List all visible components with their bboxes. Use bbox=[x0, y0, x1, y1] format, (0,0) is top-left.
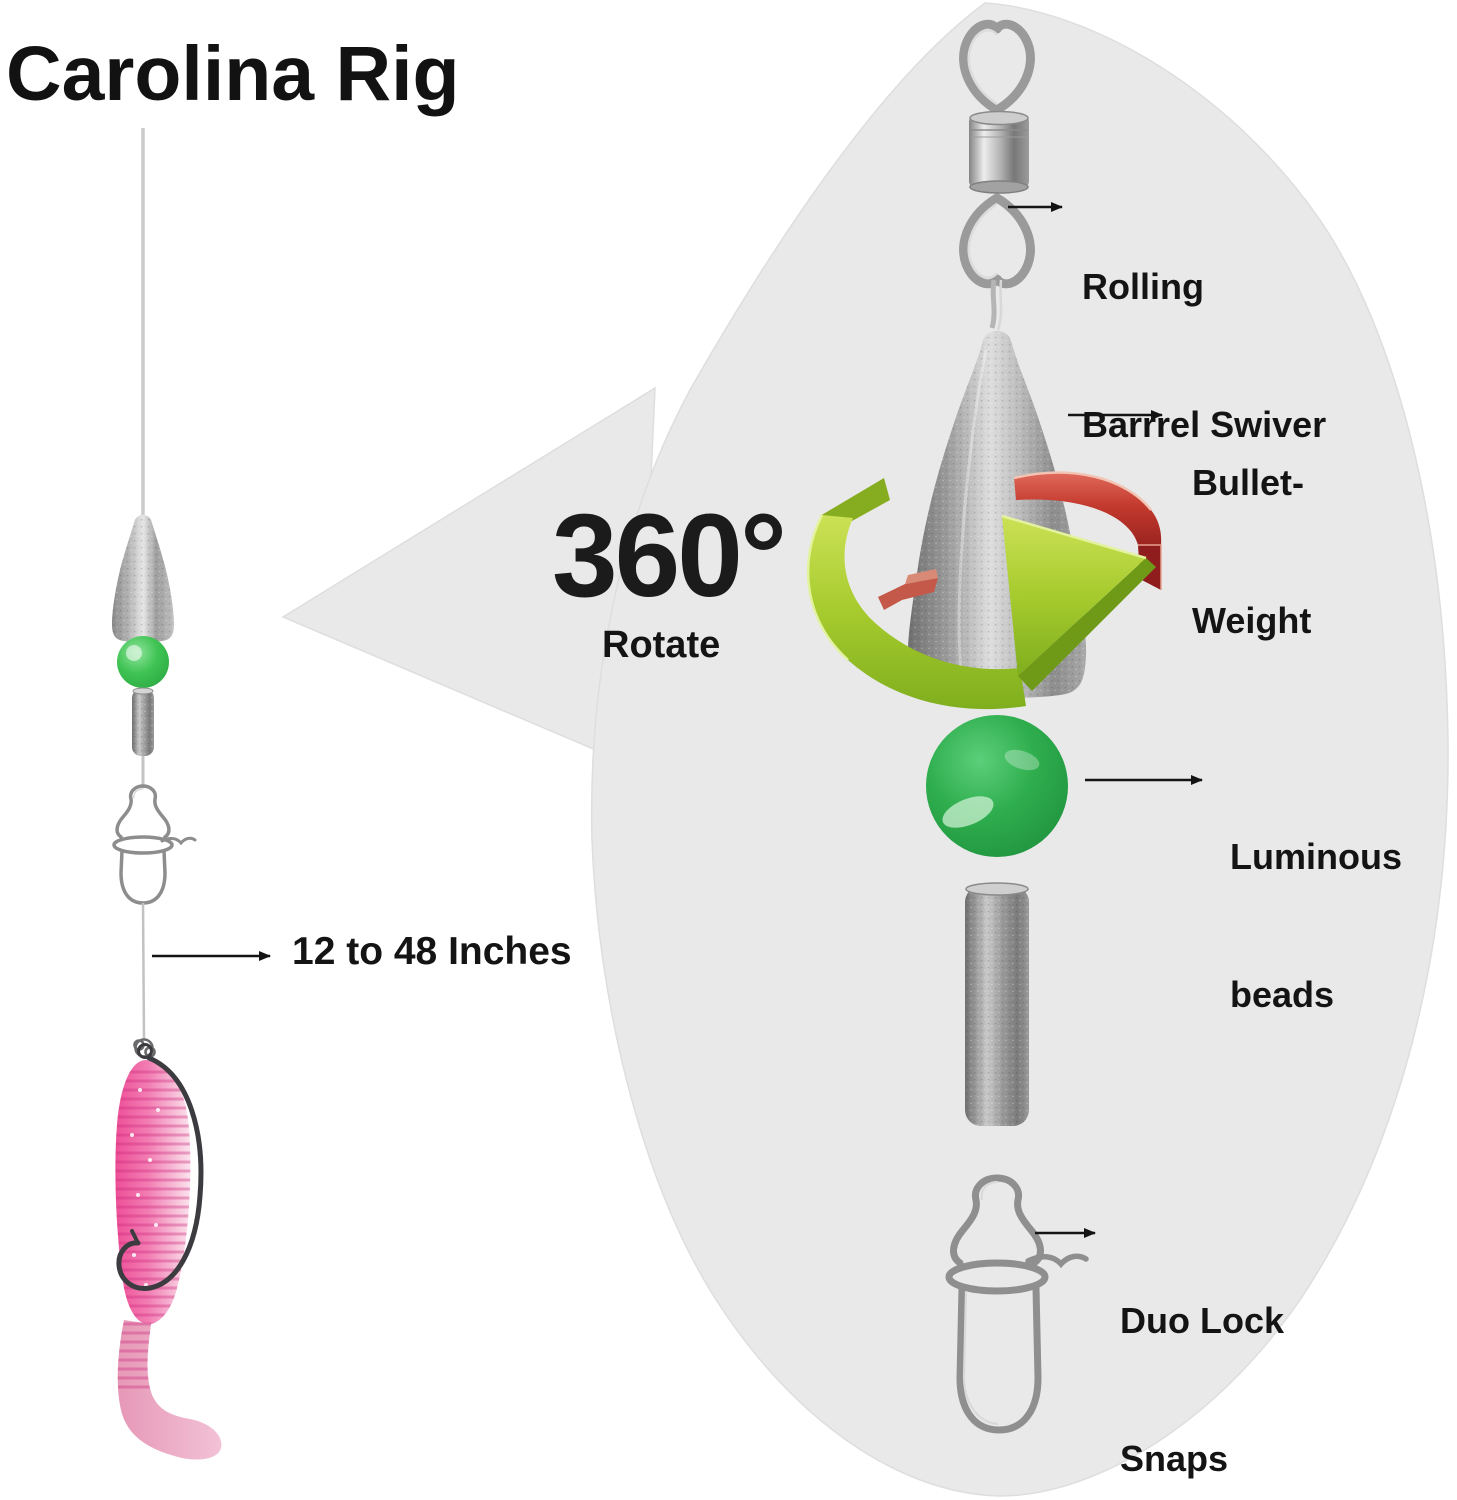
page-title: Carolina Rig bbox=[6, 31, 460, 117]
beads-label-line2: beads bbox=[1230, 974, 1335, 1015]
beads-label-line1: Luminous bbox=[1230, 836, 1402, 877]
duo-lock-snap-large bbox=[945, 1174, 1089, 1434]
duo-lock-snap-small bbox=[112, 784, 197, 905]
swivel-label: Rolling Barrrel Swiver bbox=[1082, 172, 1326, 540]
swivel-label-line2: Barrrel Swiver bbox=[1082, 404, 1327, 445]
luminous-bead-small bbox=[117, 636, 169, 688]
soft-plastic-lure bbox=[115, 1060, 222, 1460]
bullet-weight-small bbox=[112, 515, 174, 643]
weight-label-line2: Weight bbox=[1192, 600, 1312, 641]
rotation-degrees-label: 360° bbox=[552, 490, 787, 622]
rolling-barrel-swivel bbox=[959, 19, 1035, 331]
snaps-label: Duo Lock Snaps bbox=[1120, 1206, 1284, 1500]
weight-label-line1: Bullet- bbox=[1192, 462, 1304, 503]
weight-label: Bullet- Weight bbox=[1192, 368, 1311, 736]
rotation-label: Rotate bbox=[602, 624, 721, 666]
snaps-label-line1: Duo Lock bbox=[1120, 1300, 1285, 1341]
crimp-tube-large bbox=[965, 882, 1029, 1126]
swivel-label-line1: Rolling bbox=[1082, 266, 1204, 307]
snaps-label-line2: Snaps bbox=[1120, 1438, 1229, 1479]
luminous-bead-large bbox=[926, 715, 1068, 857]
fishing-hook bbox=[116, 1043, 204, 1291]
beads-label: Luminous beads bbox=[1230, 742, 1402, 1110]
leader-length-label: 12 to 48 Inches bbox=[292, 930, 572, 973]
rotation-arrow-green bbox=[806, 478, 1156, 710]
crimp-tube-small bbox=[132, 687, 154, 756]
leader-line bbox=[141, 902, 146, 1041]
